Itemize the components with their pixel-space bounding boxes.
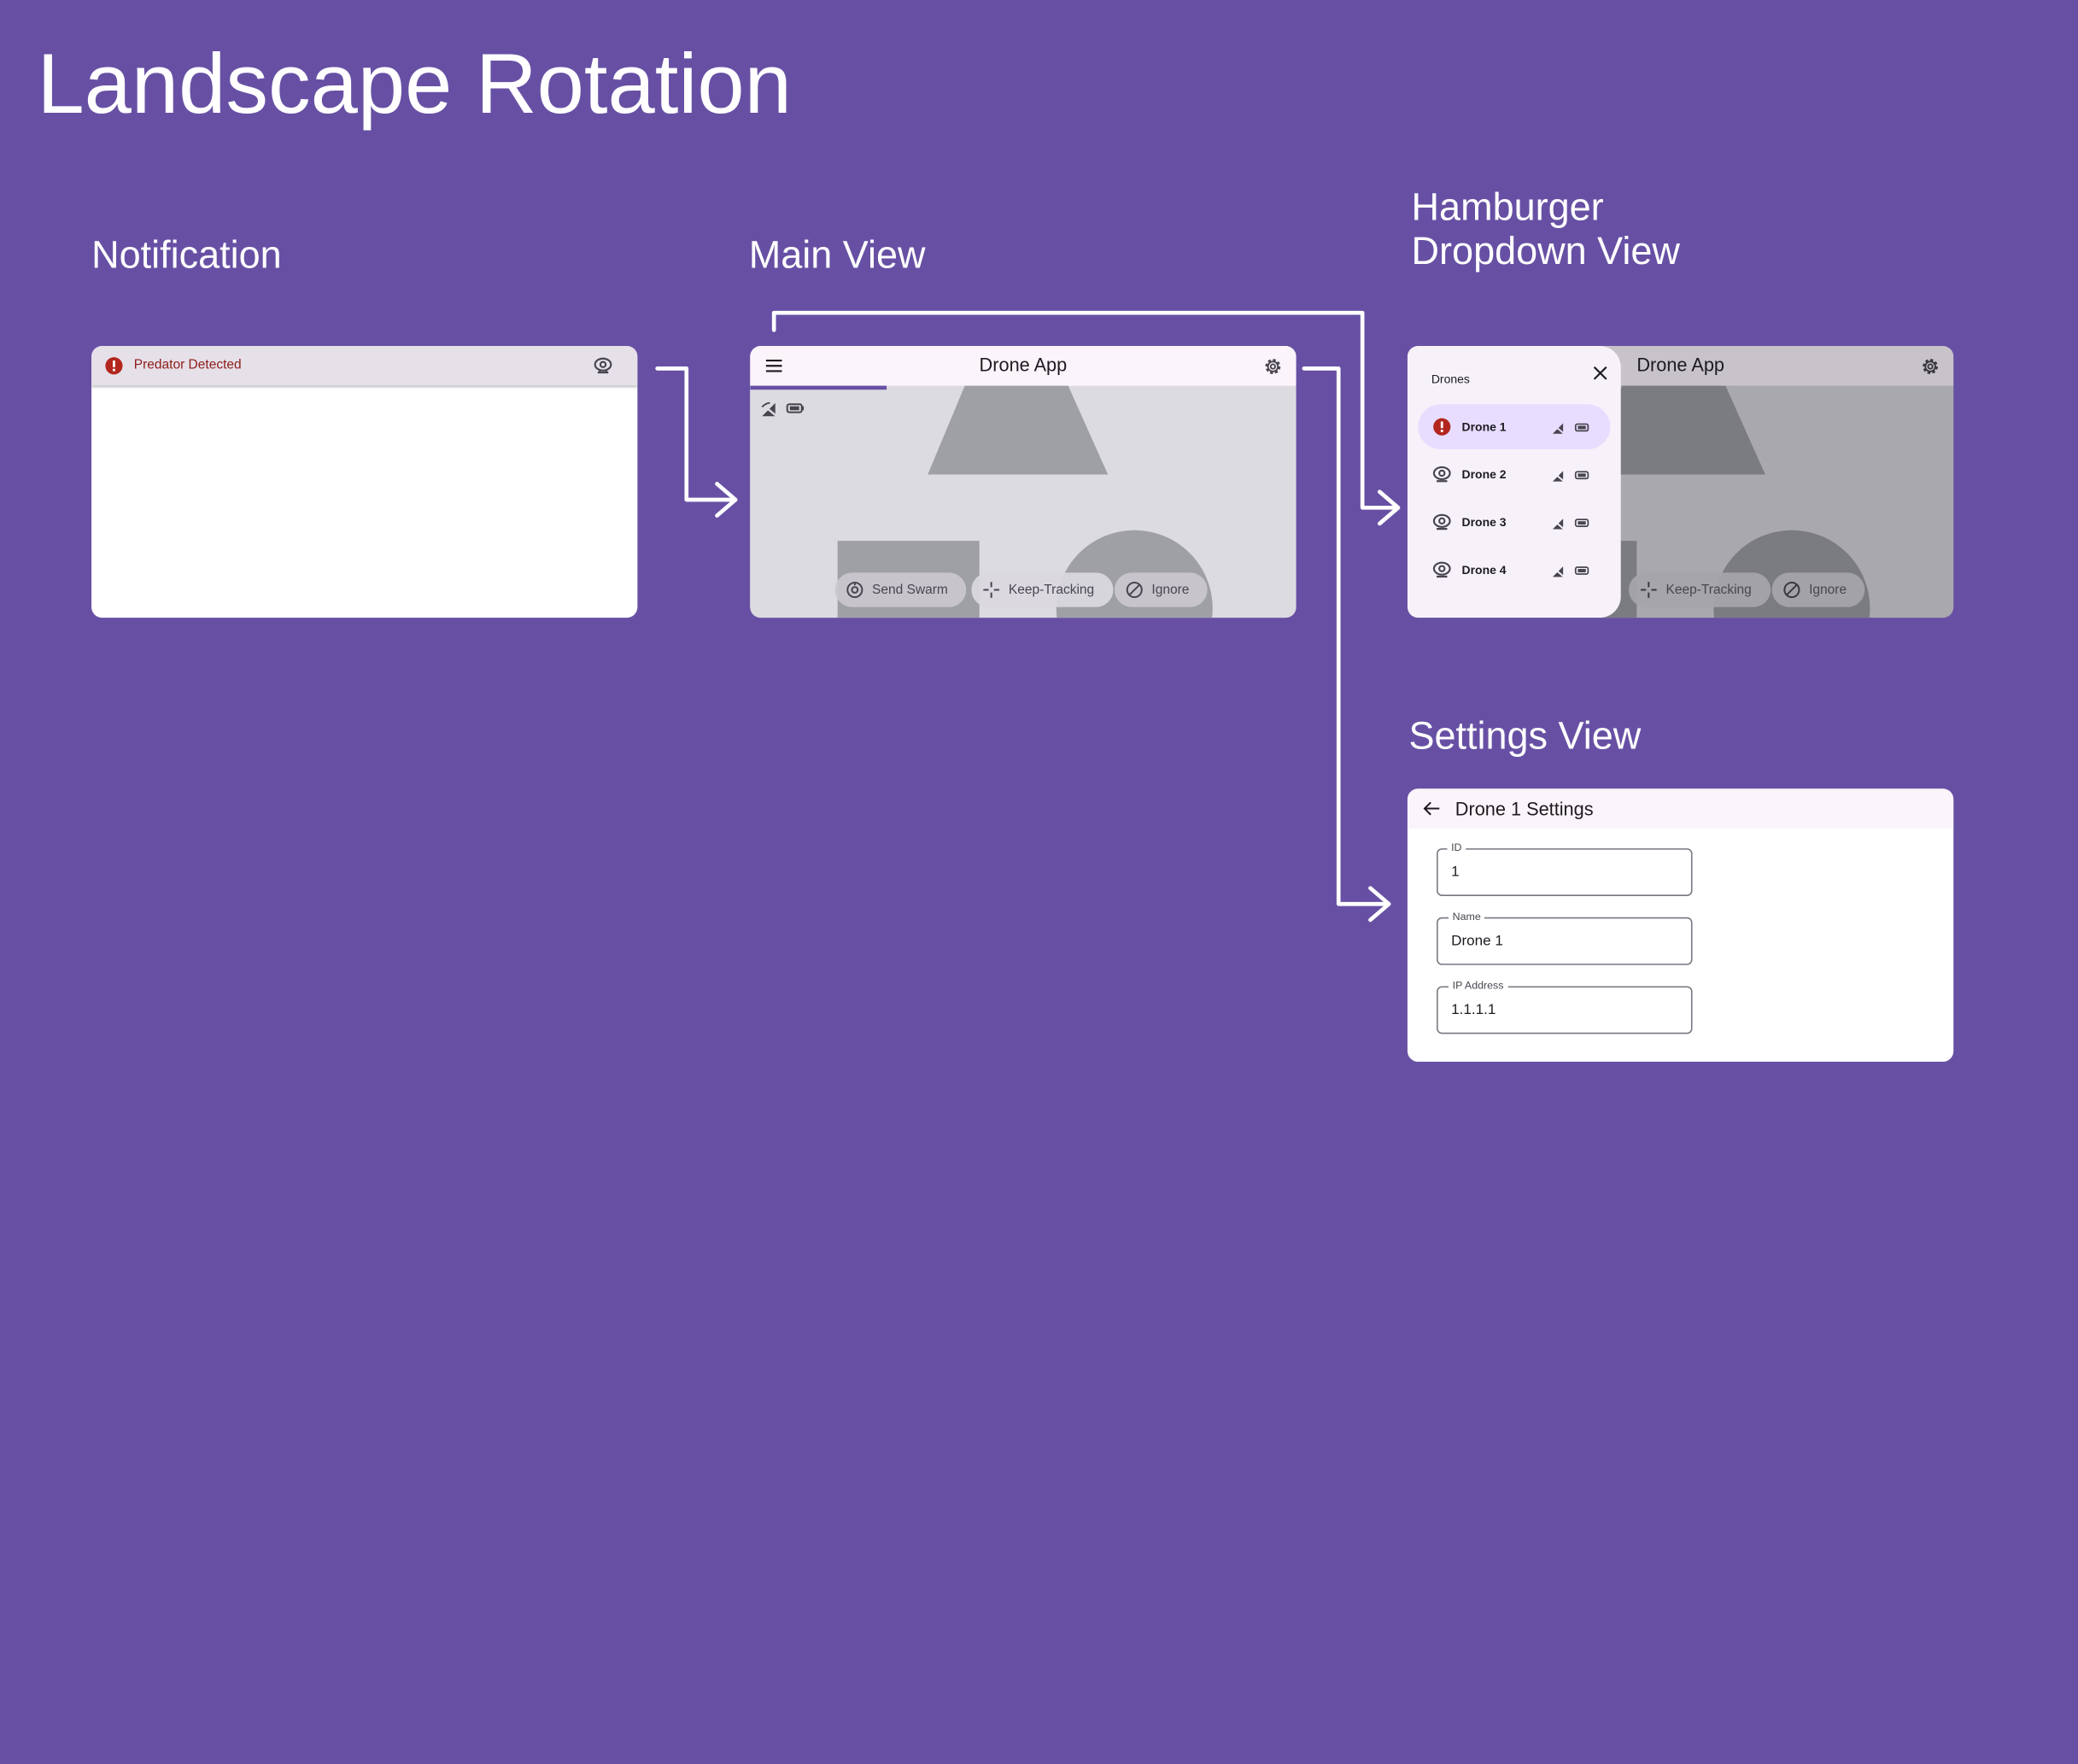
drawer-title: Drones bbox=[1431, 372, 1470, 386]
settings-gear-icon bbox=[1919, 355, 1940, 377]
battery-icon bbox=[1574, 519, 1589, 528]
section-title-hamburger-view: Hamburger Dropdown View bbox=[1411, 186, 1680, 273]
keep-tracking-button[interactable]: Keep-Tracking bbox=[971, 572, 1113, 607]
progress-indicator bbox=[750, 385, 887, 390]
ignore-button-dimmed: Ignore bbox=[1771, 572, 1865, 607]
back-arrow-icon[interactable] bbox=[1420, 800, 1442, 818]
alert-icon bbox=[1433, 418, 1451, 436]
battery-icon bbox=[786, 401, 805, 415]
alert-icon bbox=[105, 356, 124, 375]
drone-name: Drone 3 bbox=[1461, 515, 1507, 530]
arrow-main-to-dropdown bbox=[771, 310, 1398, 510]
name-field[interactable]: Name Drone 1 bbox=[1437, 911, 1693, 965]
crosshair-icon bbox=[1641, 582, 1657, 598]
battery-icon bbox=[1574, 471, 1589, 480]
app-bar-dimmed: Drone App bbox=[1407, 345, 1954, 386]
drone-camera-icon bbox=[1432, 561, 1451, 578]
signal-icon bbox=[1551, 422, 1565, 435]
swarm-icon bbox=[846, 581, 863, 599]
settings-title: Drone 1 Settings bbox=[1455, 798, 1594, 819]
drone-camera-icon bbox=[1432, 466, 1451, 483]
app-title: Drone App bbox=[979, 354, 1068, 376]
signal-icon bbox=[1551, 518, 1565, 530]
notification-text: Predator Detected bbox=[133, 357, 242, 373]
flow-arrows bbox=[655, 310, 1401, 923]
section-title-main-view: Main View bbox=[748, 234, 926, 278]
drone-name: Drone 4 bbox=[1461, 563, 1507, 577]
notification-screen: Predator Detected bbox=[91, 345, 638, 618]
arrow-main-to-dropdown-head bbox=[1377, 489, 1401, 526]
arrow-main-to-settings bbox=[1302, 366, 1389, 906]
ignore-button[interactable]: Ignore bbox=[1114, 572, 1209, 607]
keep-tracking-label-dimmed: Keep-Tracking bbox=[1665, 582, 1752, 598]
section-title-settings-view: Settings View bbox=[1408, 715, 1642, 759]
signal-icon bbox=[1551, 566, 1565, 578]
drone-camera-icon bbox=[1432, 513, 1451, 530]
drawer-item-drone-1[interactable]: Drone 1 bbox=[1418, 404, 1611, 450]
ip-address-field-value: 1.1.1.1 bbox=[1451, 1002, 1496, 1018]
arrow-notification-to-main-head bbox=[715, 482, 738, 518]
ip-address-field-label: IP Address bbox=[1449, 979, 1508, 993]
block-icon bbox=[1783, 581, 1800, 599]
signal-icon bbox=[1551, 470, 1565, 483]
battery-icon bbox=[1574, 423, 1589, 432]
drone-name: Drone 1 bbox=[1461, 419, 1507, 434]
drawer-item-drone-2[interactable]: Drone 2 bbox=[1418, 452, 1610, 497]
notification-banner[interactable]: Predator Detected bbox=[91, 345, 638, 386]
id-field-label: ID bbox=[1447, 841, 1466, 855]
camera-feed: Send Swarm Keep-Tracking Ignore bbox=[750, 385, 1297, 618]
main-view-screen: Send Swarm Keep-Tracking Ignore Drone Ap… bbox=[750, 345, 1297, 618]
battery-icon bbox=[1574, 566, 1589, 575]
close-icon[interactable] bbox=[1590, 363, 1609, 382]
settings-view-screen: Drone 1 Settings ID 1 Name Drone 1 IP Ad… bbox=[1407, 788, 1954, 1062]
page-title: Landscape Rotation bbox=[37, 35, 792, 132]
hamburger-menu-icon[interactable] bbox=[764, 356, 785, 375]
arrow-main-to-settings-head bbox=[1368, 886, 1391, 923]
section-title-notification: Notification bbox=[91, 234, 282, 278]
arrow-notification-to-main bbox=[655, 366, 735, 502]
drone-name: Drone 2 bbox=[1461, 467, 1507, 482]
settings-app-bar: Drone 1 Settings bbox=[1407, 788, 1954, 829]
settings-gear-icon[interactable] bbox=[1261, 355, 1283, 377]
app-title-dimmed: Drone App bbox=[1636, 354, 1725, 376]
app-bar: Drone App bbox=[750, 345, 1297, 386]
drawer-item-drone-4[interactable]: Drone 4 bbox=[1418, 548, 1610, 593]
dropdown-view-screen: Keep-Tracking Ignore Drone App Drones Dr… bbox=[1407, 345, 1954, 618]
name-field-value: Drone 1 bbox=[1451, 933, 1503, 950]
block-icon bbox=[1126, 581, 1143, 599]
crosshair-icon bbox=[983, 582, 999, 598]
send-swarm-label: Send Swarm bbox=[872, 582, 948, 598]
drawer-item-drone-3[interactable]: Drone 3 bbox=[1418, 500, 1610, 545]
keep-tracking-label: Keep-Tracking bbox=[1008, 582, 1095, 598]
ip-address-field[interactable]: IP Address 1.1.1.1 bbox=[1437, 979, 1693, 1034]
id-field[interactable]: ID 1 bbox=[1437, 841, 1693, 896]
keep-tracking-button-dimmed: Keep-Tracking bbox=[1629, 572, 1771, 607]
send-swarm-button[interactable]: Send Swarm bbox=[834, 572, 967, 607]
navigation-drawer: Drones Drone 1 Drone 2 Drone 3 bbox=[1407, 345, 1621, 618]
ignore-label: Ignore bbox=[1151, 582, 1190, 598]
id-field-value: 1 bbox=[1451, 864, 1460, 881]
name-field-label: Name bbox=[1449, 911, 1485, 924]
signal-icon bbox=[759, 399, 778, 418]
ignore-label-dimmed: Ignore bbox=[1809, 582, 1847, 598]
drone-camera-icon bbox=[593, 355, 614, 377]
